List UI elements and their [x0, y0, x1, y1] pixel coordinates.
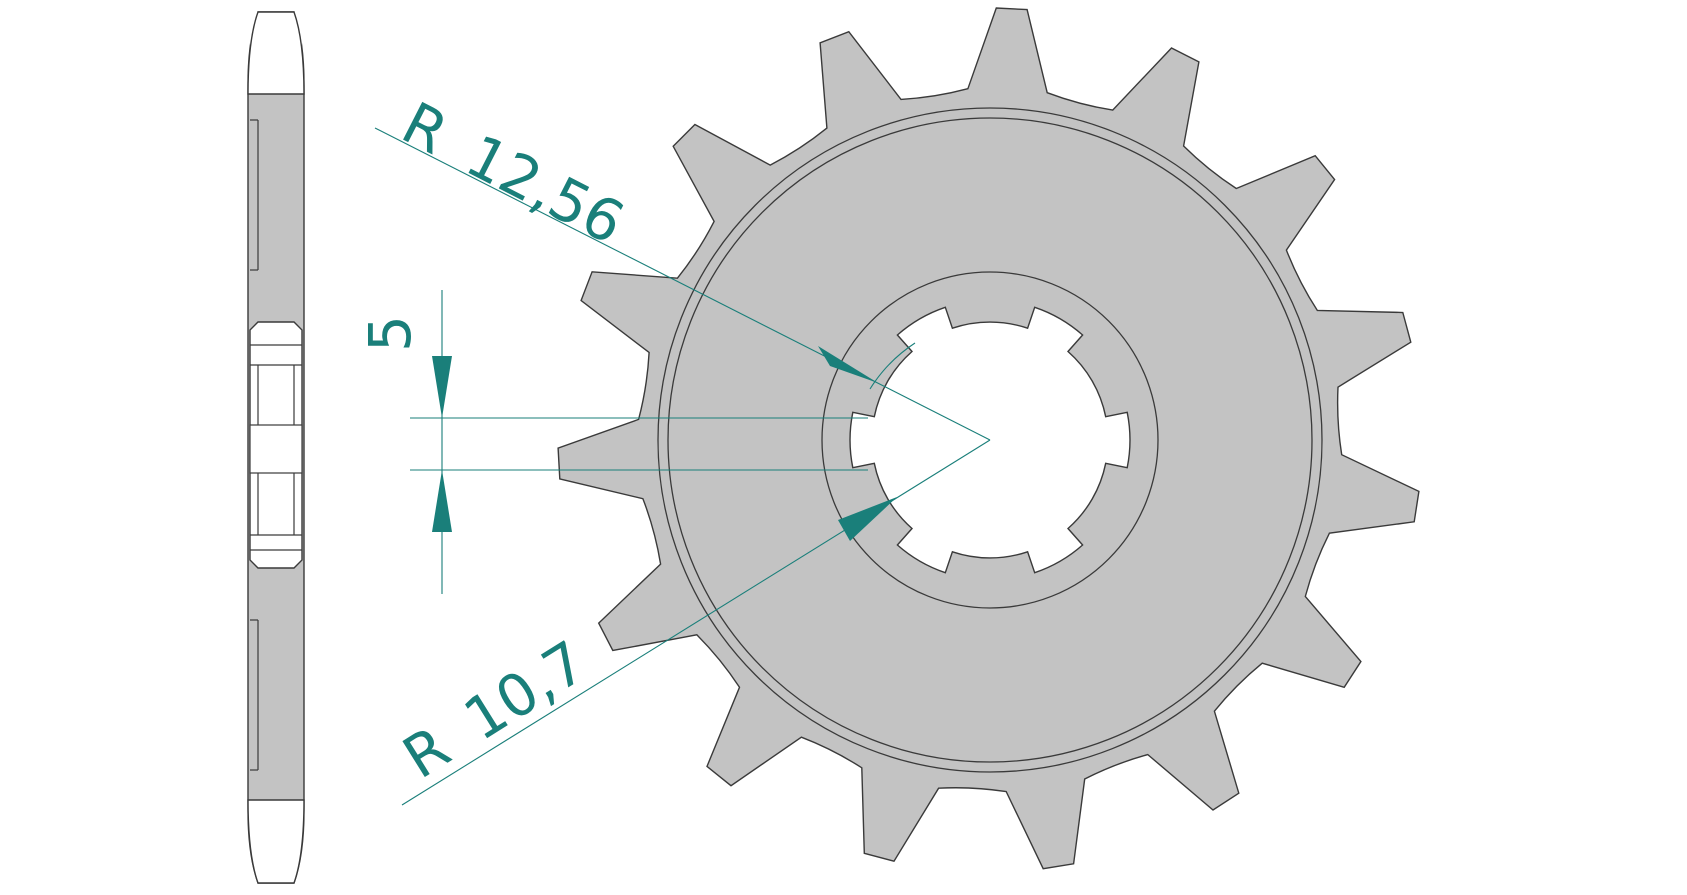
- front-view: [557, 7, 1420, 870]
- root-circle-inner: [667, 117, 1313, 763]
- dimension-annotations: [374, 127, 991, 806]
- inner-radius-label: R 10,7: [391, 628, 598, 792]
- hub-circle: [821, 271, 1159, 609]
- root-circle-outer: [657, 107, 1323, 773]
- slot-width-value: 5: [356, 315, 424, 352]
- inner-radius-prefix: R: [391, 713, 461, 792]
- side-profile-upper-tip: [247, 11, 305, 95]
- slot-width-label: 5: [356, 315, 424, 352]
- outer-radius-prefix: R: [392, 89, 459, 168]
- outer-radius-label: R 12,56: [392, 89, 635, 258]
- outer-radius-arc: [869, 342, 916, 390]
- side-profile-view: [247, 11, 305, 884]
- inner-radius-value: 10,7: [452, 628, 598, 754]
- outer-radius-value: 12,56: [456, 122, 635, 258]
- slot-arrowhead-upper: [432, 356, 452, 418]
- slot-arrowhead-lower: [432, 470, 452, 532]
- inner-radius-arrowhead: [838, 497, 897, 541]
- side-bore-slot: [249, 424, 303, 474]
- outer-radius-leader: [374, 127, 991, 441]
- outer-radius-arrowhead: [818, 346, 878, 383]
- side-profile-lower-tip: [247, 799, 305, 884]
